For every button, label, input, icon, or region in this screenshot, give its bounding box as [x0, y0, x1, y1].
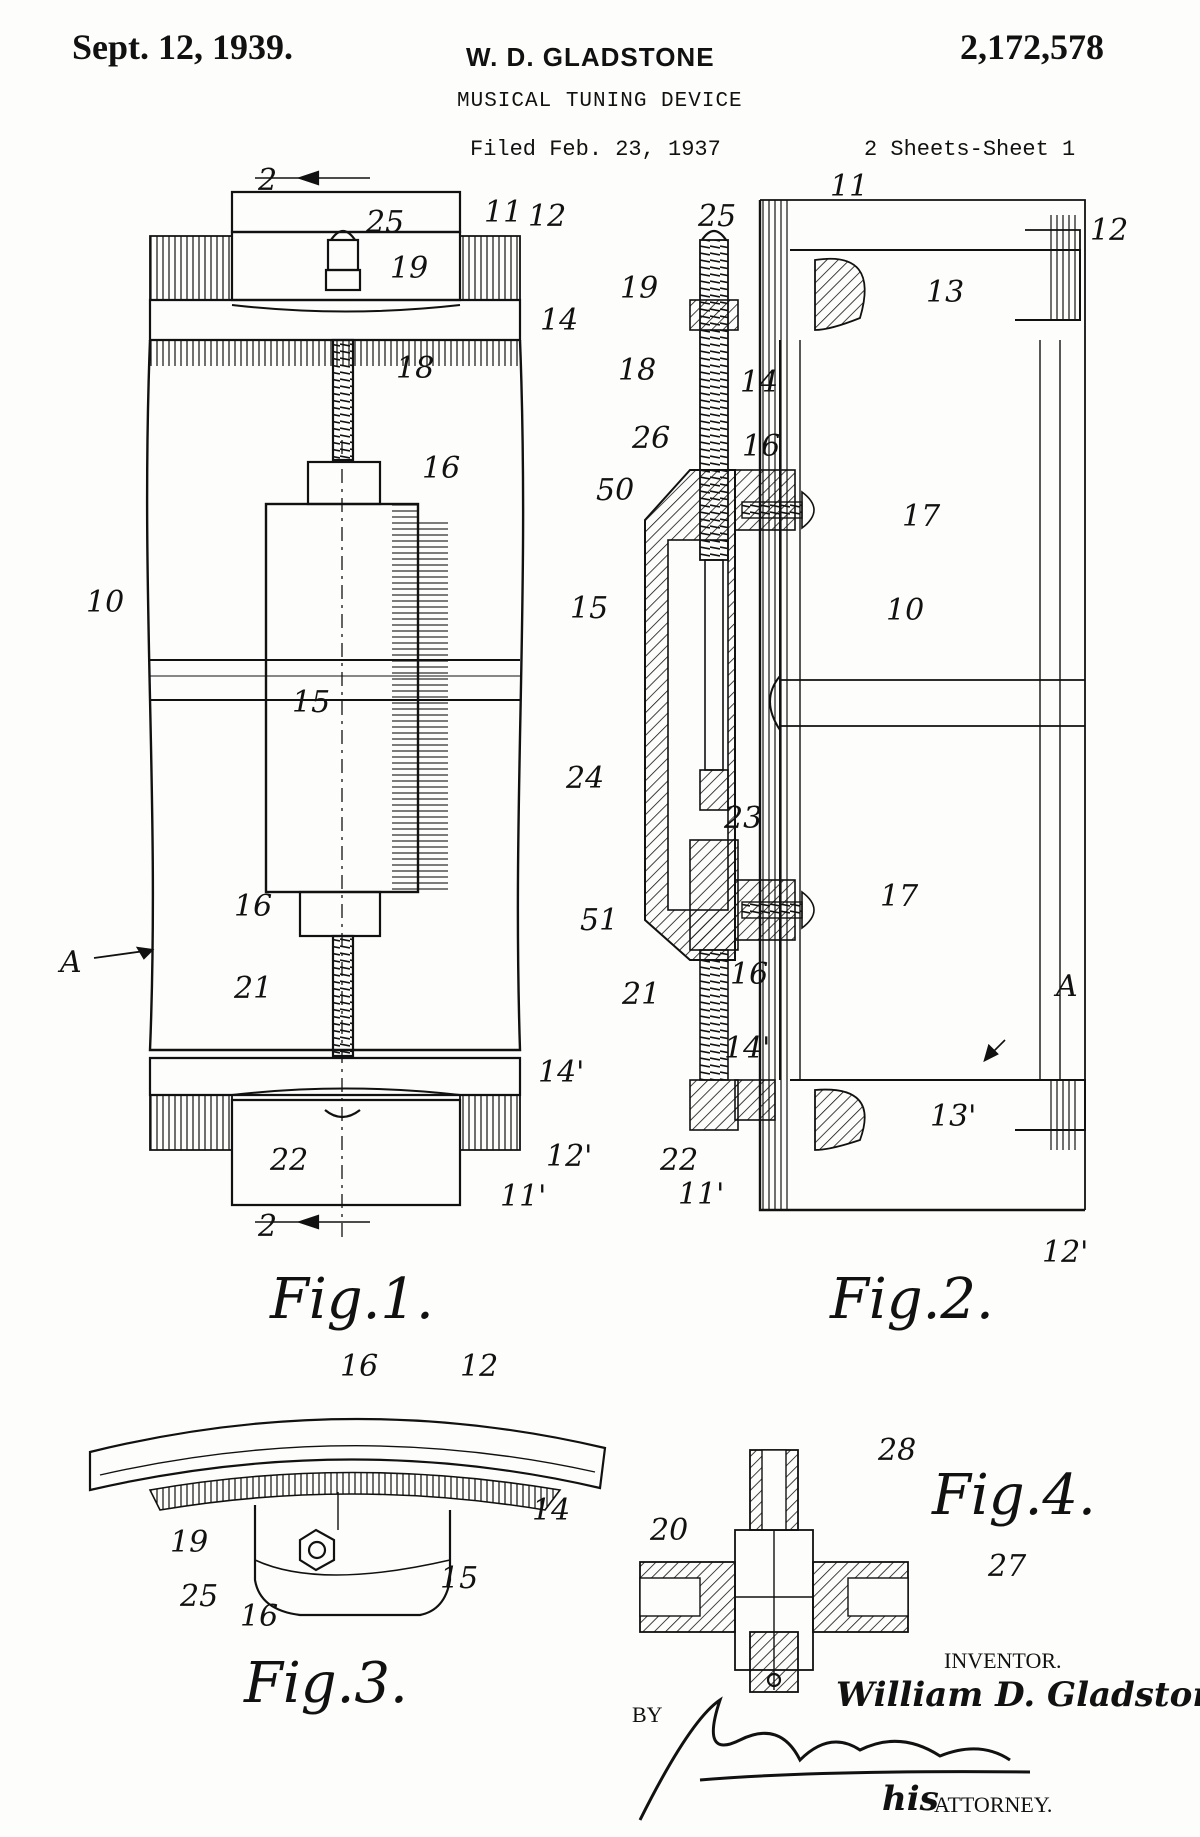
attorney-label: ATTORNEY. — [934, 1792, 1052, 1817]
arrow-icon — [300, 1216, 318, 1228]
ref-numeral: 11 — [830, 169, 868, 204]
ref-numeral: 27 — [987, 1549, 1027, 1584]
flange-14-perspective — [150, 1473, 560, 1511]
figure-2-caption: Fig.2. — [829, 1267, 994, 1332]
hoop-13 — [815, 259, 865, 330]
ref-numeral: 16 — [422, 451, 460, 486]
ref-numeral: 17 — [880, 879, 919, 914]
ref-numeral: 22 — [269, 1143, 308, 1178]
ref-numeral: 16 — [240, 1599, 278, 1634]
rod-end-22-section — [690, 1080, 738, 1130]
ref-numeral: 12 — [1090, 213, 1128, 248]
attorney-prefix: his — [882, 1779, 939, 1819]
arrow-icon — [138, 948, 152, 958]
bracket-16-upper — [735, 470, 795, 530]
threaded-rod-18 — [333, 340, 353, 460]
nut-16-lower — [300, 892, 380, 936]
ref-numeral: 15 — [570, 591, 608, 626]
ref-numeral: 23 — [723, 801, 762, 836]
inventor-label: INVENTOR. — [944, 1648, 1062, 1673]
ref-numeral: 11' — [678, 1177, 724, 1212]
ref-numeral: 15 — [440, 1561, 478, 1596]
screw-17-lower — [742, 902, 802, 918]
ref-numeral: 18 — [618, 353, 656, 388]
ref-numeral: 19 — [390, 251, 428, 286]
ref-numeral: 17 — [902, 499, 941, 534]
ref-numeral: 2 — [257, 1209, 277, 1244]
ref-numeral: 14' — [724, 1031, 770, 1066]
ref-numeral: 14 — [532, 1493, 570, 1528]
threaded-rod-21 — [333, 936, 353, 1056]
ref-numeral: 26 — [631, 421, 670, 456]
cap-25-top — [309, 1542, 325, 1558]
arrow-icon — [985, 1046, 997, 1060]
ref-numeral: 19 — [170, 1525, 208, 1560]
ref-numeral: 14 — [540, 303, 578, 338]
figure-4-caption: Fig.4. — [931, 1463, 1096, 1528]
ref-numeral: 25 — [697, 199, 736, 234]
hoop-13-prime — [815, 1090, 865, 1150]
ref-numeral: 12' — [1042, 1235, 1088, 1270]
drum-outline — [760, 200, 1085, 1210]
ref-numeral: 13' — [930, 1099, 976, 1134]
hex-nut-19 — [300, 1530, 334, 1570]
ref-numeral: 10 — [886, 593, 924, 628]
ref-numeral: 16 — [340, 1349, 378, 1384]
ref-numeral: A — [1053, 969, 1078, 1004]
figure-1-caption: Fig.1. — [269, 1267, 434, 1332]
ref-numeral: A — [57, 945, 82, 980]
ref-numeral: 21 — [621, 977, 660, 1012]
ref-numeral: 14' — [538, 1055, 584, 1090]
ref-numeral: 18 — [396, 351, 434, 386]
ref-numeral: 50 — [596, 473, 634, 508]
figure-3-caption: Fig.3. — [243, 1651, 408, 1716]
ref-numeral: 12' — [546, 1139, 592, 1174]
ref-numeral: 25 — [365, 205, 404, 240]
ref-numeral: 19 — [620, 271, 658, 306]
ref-numeral: 10 — [86, 585, 124, 620]
screw-17-upper — [742, 502, 802, 518]
reference-numerals: 2 25 11 12 19 14 18 16 10 15 16 A 21 14'… — [57, 163, 1128, 1634]
nut-51 — [690, 840, 738, 950]
ref-numeral: 51 — [580, 903, 618, 938]
ref-numeral: 28 — [877, 1433, 916, 1468]
ref-numeral: 11 — [484, 195, 522, 230]
ref-numeral: 16 — [742, 429, 780, 464]
ref-numeral: 13 — [926, 275, 964, 310]
ref-numeral: 12 — [528, 199, 566, 234]
nut-19 — [328, 240, 358, 270]
ref-numeral: 22 — [659, 1143, 698, 1178]
ref-numeral: 12 — [460, 1349, 498, 1384]
figure-2 — [645, 200, 1085, 1210]
nut-16-upper — [308, 462, 380, 504]
ref-numeral: 2 — [257, 163, 277, 198]
figure-4 — [640, 1450, 908, 1692]
ref-numeral: 11' — [500, 1179, 546, 1214]
housing-15-perspective — [255, 1505, 450, 1615]
rod-26 — [700, 240, 728, 560]
ref-numeral: 16 — [234, 889, 272, 924]
nut-19-section — [690, 300, 738, 330]
figure-3 — [90, 1419, 605, 1615]
ref-numeral: 15 — [292, 685, 330, 720]
hoop-11 — [232, 192, 460, 232]
ref-numeral: 25 — [179, 1579, 218, 1614]
arrow-icon — [300, 172, 318, 184]
ref-numeral: 20 — [649, 1513, 688, 1548]
ref-numeral: 14 — [740, 365, 778, 400]
flange-14 — [150, 300, 520, 340]
ref-numeral: 16 — [730, 957, 768, 992]
ref-numeral: 21 — [233, 971, 272, 1006]
flange-14-prime-section — [735, 1080, 775, 1120]
by-label: BY — [632, 1702, 663, 1727]
ref-numeral: 24 — [565, 761, 604, 796]
inventor-signature: William D. Gladstone — [836, 1675, 1200, 1715]
